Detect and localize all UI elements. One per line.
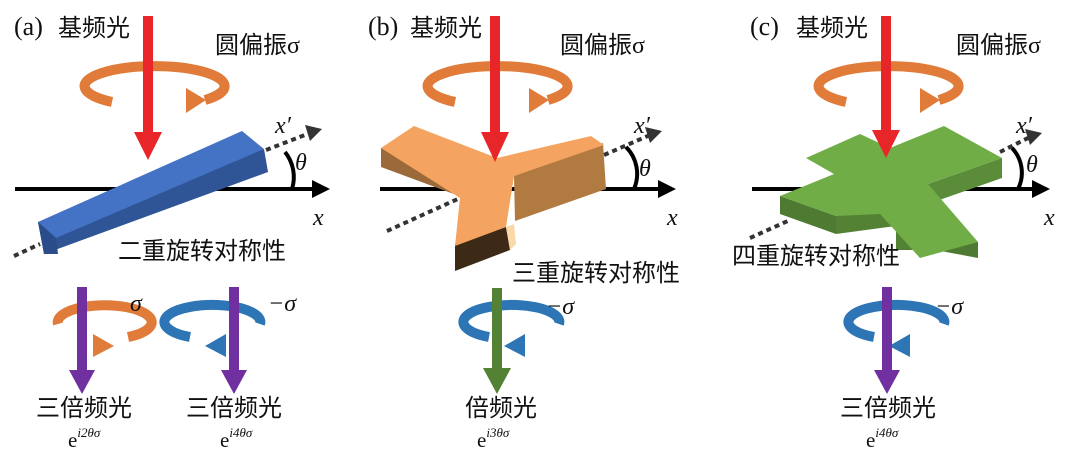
panel-c-symmetry-label: 四重旋转对称性 bbox=[732, 244, 900, 270]
panel-c-output-arrowhead bbox=[874, 370, 900, 394]
panel-c-x-axis-arrowhead bbox=[1032, 180, 1050, 198]
panel-c-output-ring-arrowhead bbox=[889, 334, 910, 357]
panel-a-theta-arc bbox=[283, 150, 296, 190]
panel-c-output-polarization: −σ bbox=[935, 294, 964, 320]
panel-c-input-polarization-label: 圆偏振σ bbox=[956, 33, 1041, 59]
phase-base: e bbox=[866, 428, 876, 452]
panel-a-x-prime-arrowhead bbox=[305, 125, 322, 141]
panel-c-label: (c) bbox=[750, 12, 779, 41]
panel-a-graphics bbox=[13, 16, 330, 394]
panel-b-theta-arc bbox=[624, 145, 640, 190]
panel-a-x-label: x bbox=[313, 205, 324, 231]
panel-a-symmetry-label: 二重旋转对称性 bbox=[118, 239, 286, 265]
panel-b-input-light-arrow bbox=[490, 16, 500, 134]
panel-b-symmetry-label: 三重旋转对称性 bbox=[512, 261, 680, 287]
panel-b-structure-stem-side bbox=[455, 227, 510, 271]
panel-a-output2-light-label: 三倍频光 bbox=[186, 396, 282, 422]
panel-a-output2-arrowhead bbox=[221, 370, 247, 394]
phase-exponent: i3θσ bbox=[486, 425, 510, 440]
panel-c-x-prime-axis-lower bbox=[749, 218, 791, 240]
panel-b-theta-label: θ bbox=[639, 156, 651, 182]
panel-b-structure-stem-front-light bbox=[506, 224, 516, 250]
panel-b-x-prime-label: x′ bbox=[634, 113, 650, 139]
panel-a-output2-arrow bbox=[229, 287, 239, 373]
panel-c-output-ring bbox=[843, 299, 950, 342]
panel-a-output2-polarization: −σ bbox=[268, 291, 297, 317]
panel-b-output-ring bbox=[458, 299, 565, 342]
panel-b-x-prime-axis-lower bbox=[386, 196, 461, 233]
panel-a-x-prime-label: x′ bbox=[275, 113, 291, 139]
panel-c-structure-side-right bbox=[928, 158, 1002, 204]
panel-b-output-phase: ei3θσ bbox=[477, 425, 510, 452]
panel-b-structure-right-arm-side bbox=[514, 143, 606, 221]
panel-c-input-light-arrow bbox=[881, 16, 891, 132]
panel-a-input-light-label: 基频光 bbox=[58, 16, 130, 42]
panel-a-input-light-arrowhead bbox=[134, 132, 162, 160]
panel-a-output1-polarization: σ bbox=[130, 291, 142, 317]
panel-b-x-prime-arrowhead bbox=[645, 127, 662, 143]
panel-c-input-light-arrowhead bbox=[872, 130, 900, 158]
panel-a-output1-light-label: 三倍频光 bbox=[36, 396, 132, 422]
panel-a-output1-ring bbox=[52, 300, 157, 342]
panel-a-input-ring-arrowhead bbox=[186, 88, 206, 113]
panel-b-output-ring-arrowhead bbox=[504, 334, 525, 357]
panel-b-input-polarization-label: 圆偏振σ bbox=[560, 33, 645, 59]
panel-c-input-ring-arrowhead bbox=[920, 88, 940, 113]
panel-a-output2-phase: ei4θσ bbox=[220, 425, 253, 452]
panel-c-theta-label: θ bbox=[1026, 152, 1038, 178]
panel-c-x-prime-axis bbox=[999, 135, 1031, 154]
panel-a-x-prime-axis bbox=[265, 131, 311, 152]
phase-exponent: i4θσ bbox=[229, 425, 253, 440]
panel-c-theta-arc bbox=[1010, 146, 1024, 190]
panel-b-output-light-label: 倍频光 bbox=[465, 396, 537, 422]
panel-a-output1-arrow bbox=[77, 287, 87, 373]
panel-a-output2-ring bbox=[159, 299, 266, 342]
panel-a-x-axis-arrowhead bbox=[312, 180, 330, 198]
panel-a-structure-bar-side bbox=[38, 149, 268, 254]
panel-a-x-prime-axis-lower bbox=[13, 242, 41, 258]
panel-b-output-arrow bbox=[492, 288, 502, 370]
panel-b-x-label: x bbox=[667, 205, 678, 231]
panel-b-output-arrowhead bbox=[483, 368, 511, 394]
panel-b-output-polarization: −σ bbox=[546, 294, 575, 320]
panel-c-output-arrow bbox=[882, 287, 892, 373]
panel-b-input-light-arrowhead bbox=[481, 132, 509, 162]
panel-a-output2-ring-arrowhead bbox=[205, 334, 226, 357]
panel-c-graphics bbox=[749, 16, 1050, 394]
panel-a-label: (a) bbox=[14, 12, 43, 41]
panel-b-label: (b) bbox=[368, 12, 399, 41]
panel-a-structure-bar-top bbox=[38, 131, 264, 238]
phase-exponent: i4θσ bbox=[875, 425, 899, 440]
panel-b-graphics bbox=[380, 16, 676, 394]
panel-c-input-light-label: 基频光 bbox=[796, 16, 868, 42]
panel-c-x-label: x bbox=[1044, 205, 1055, 231]
panel-b-structure-top bbox=[381, 126, 604, 246]
panel-c-x-prime-label: x′ bbox=[1016, 113, 1032, 139]
phase-exponent: i2θσ bbox=[77, 425, 101, 440]
panel-c-x-prime-arrowhead bbox=[1025, 129, 1042, 145]
panel-a-input-polarization-label: 圆偏振σ bbox=[215, 33, 300, 59]
panel-a-theta-label: θ bbox=[295, 150, 307, 176]
phase-base: e bbox=[477, 428, 487, 452]
panel-b-x-axis-arrowhead bbox=[658, 180, 676, 198]
panel-a-input-polarization-ring bbox=[79, 61, 230, 107]
panel-a-output1-arrowhead bbox=[69, 370, 95, 394]
phase-base: e bbox=[220, 428, 230, 452]
panel-b-input-light-label: 基频光 bbox=[410, 16, 482, 42]
panel-a-structure-bar-front bbox=[38, 222, 58, 254]
panel-b-input-ring-arrowhead bbox=[529, 88, 549, 113]
panel-a-input-light-arrow bbox=[143, 16, 153, 134]
panel-c-structure-top bbox=[780, 126, 1002, 258]
panel-a-output1-phase: ei2θσ bbox=[68, 425, 101, 452]
panel-c-structure-side-left bbox=[780, 196, 836, 234]
panel-a-output1-ring-arrowhead bbox=[93, 334, 114, 357]
panel-c-output-phase: ei4θσ bbox=[866, 425, 899, 452]
phase-base: e bbox=[68, 428, 78, 452]
panel-c-output-light-label: 三倍频光 bbox=[840, 396, 936, 422]
